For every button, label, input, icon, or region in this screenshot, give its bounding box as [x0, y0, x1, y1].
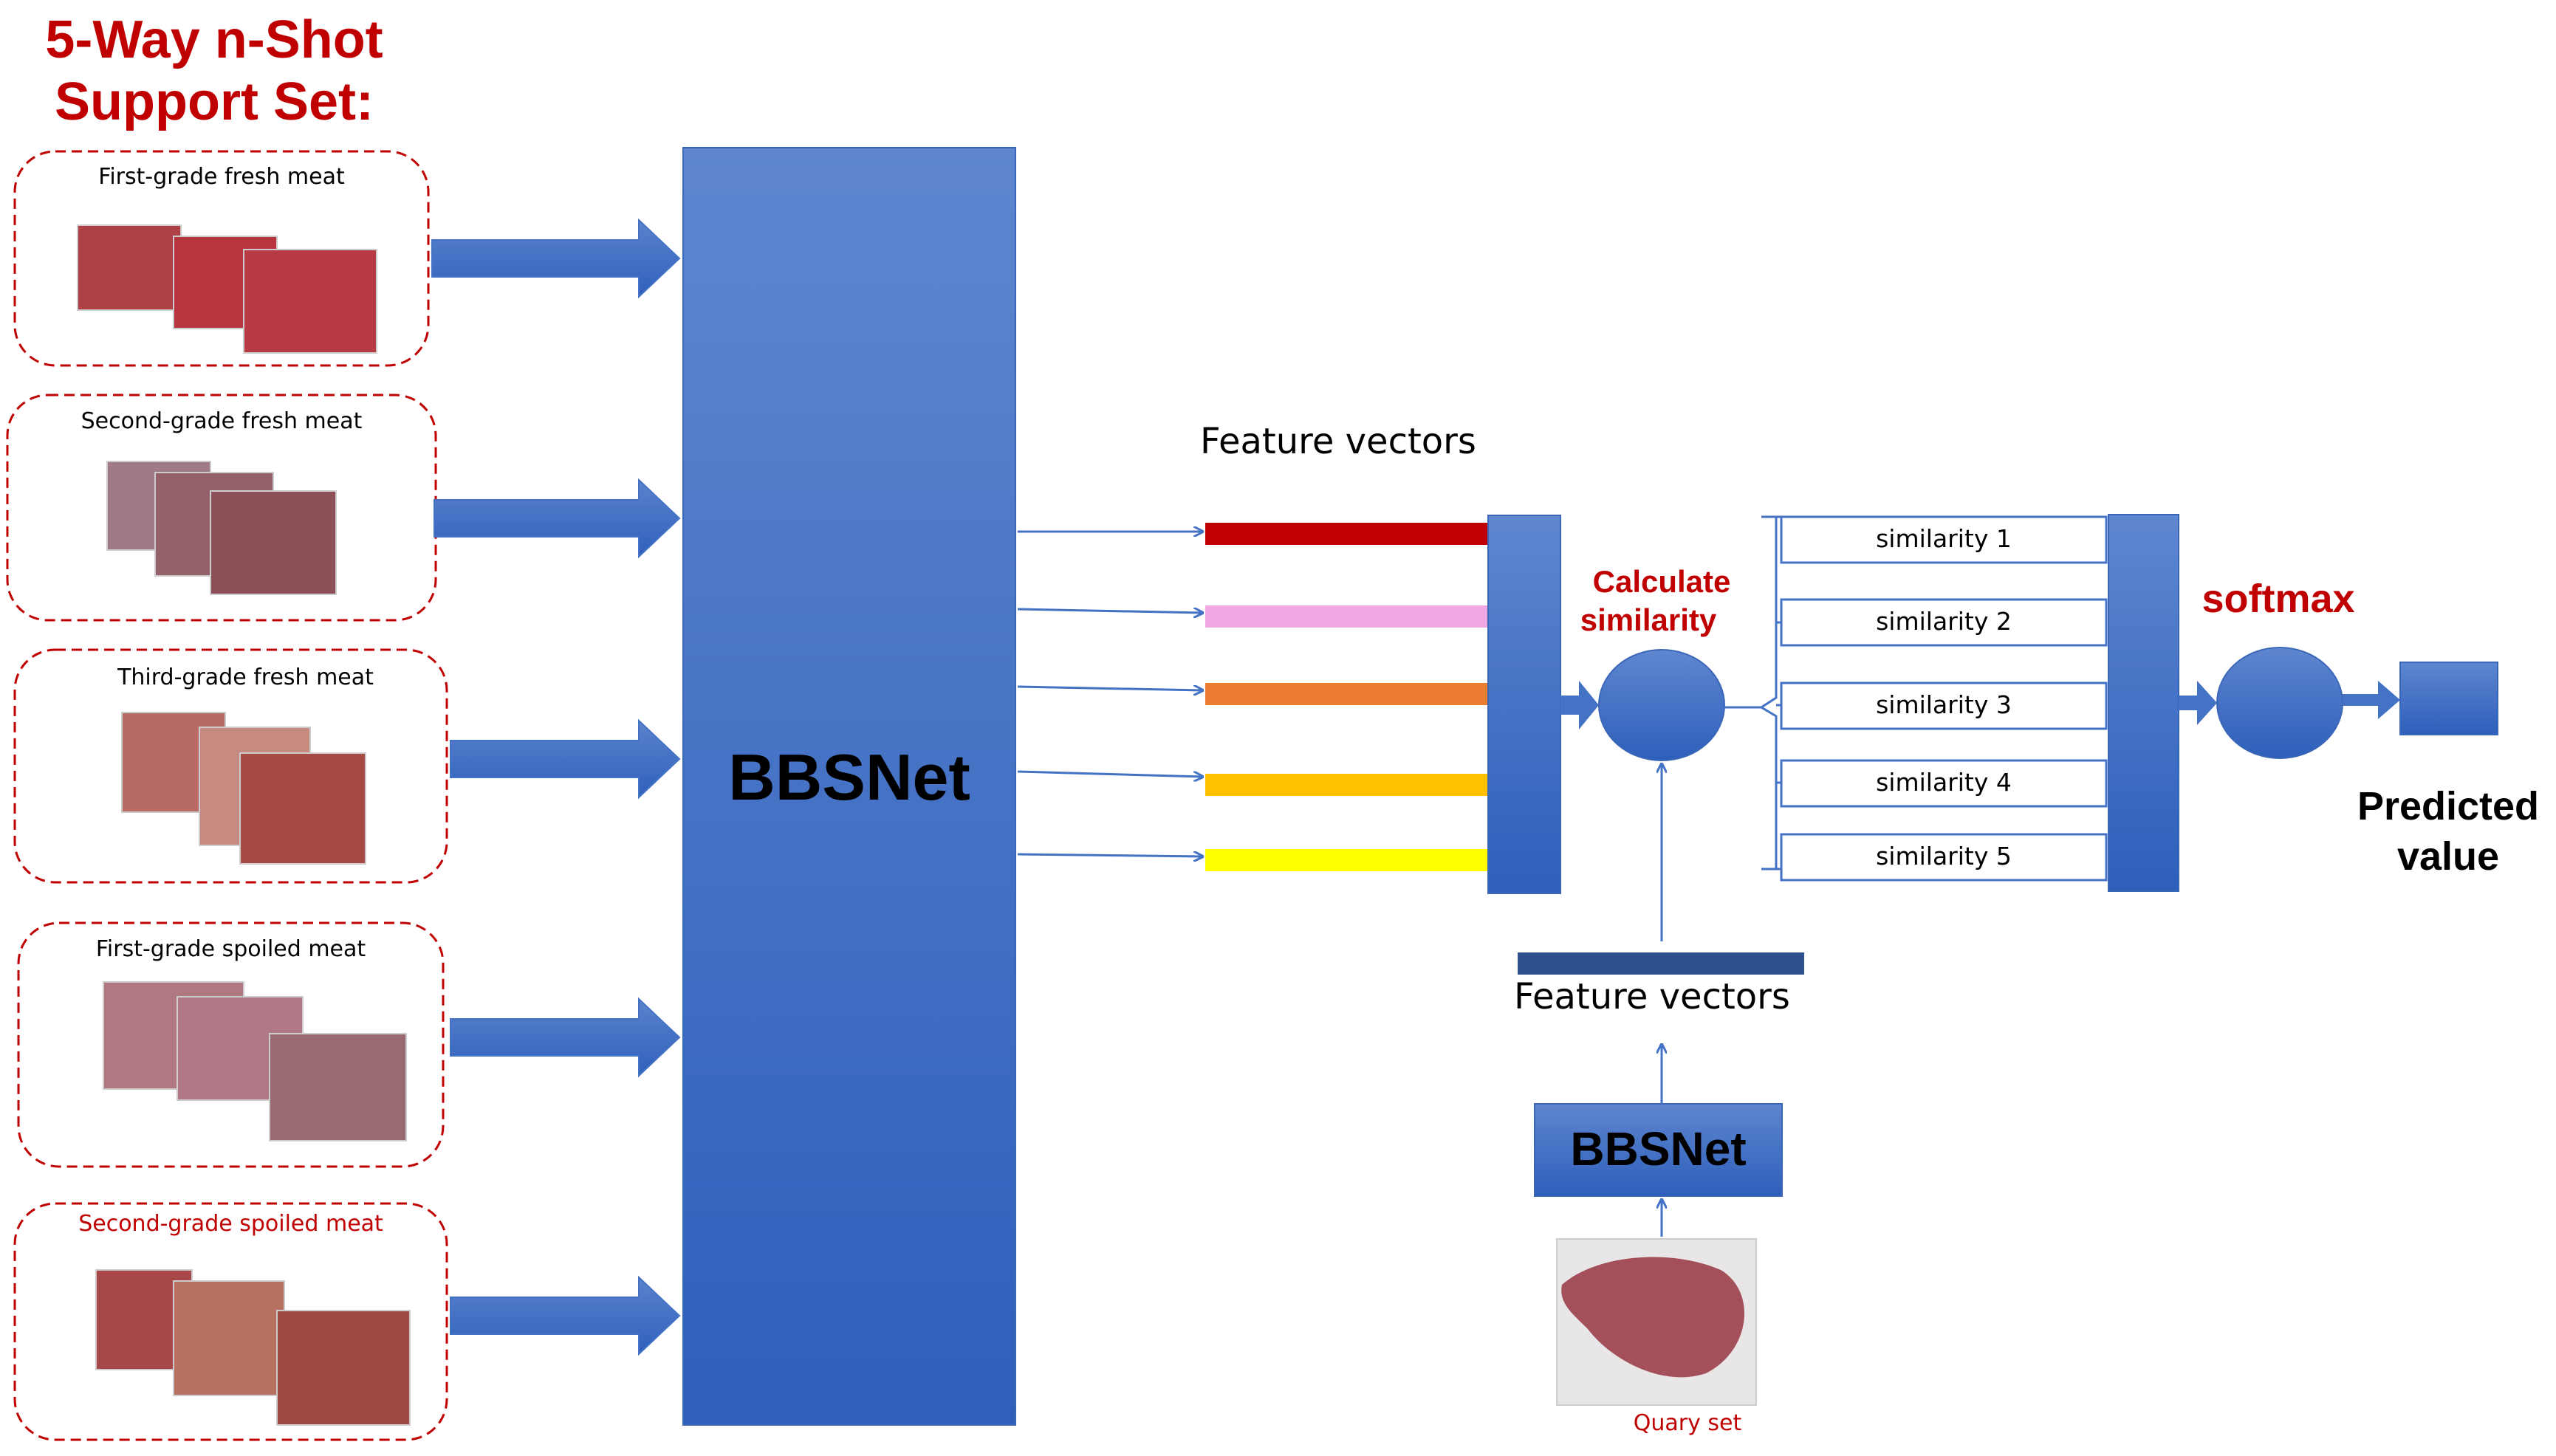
group-label-2: Second-grade fresh meat [80, 408, 363, 434]
calc-similarity-label-line2: similarity [1580, 602, 1717, 637]
arrow-stack-to-calc [1560, 681, 1599, 729]
arrow-group-4 [450, 997, 681, 1078]
support-group-1 [13, 150, 430, 367]
similarity-box-5 [1780, 833, 2108, 882]
meat-photos-2 [106, 461, 337, 595]
feature-vector-5 [1205, 849, 1492, 871]
feature-arrows [1017, 532, 1202, 856]
output-block [2399, 662, 2498, 735]
feature-vector-4 [1205, 774, 1492, 796]
similarity-box-1 [1780, 515, 2108, 564]
support-set-title-line2: Support Set: [55, 72, 374, 131]
bbsnet-main-label: BBSNet [728, 741, 970, 814]
meat-photos-5 [95, 1269, 411, 1426]
similarity-stack-block [2108, 514, 2179, 892]
feature-stack-block [1487, 515, 1561, 894]
softmax-node [2216, 647, 2343, 759]
predicted-label-line2: value [2396, 834, 2500, 879]
query-image [1556, 1238, 1757, 1406]
similarity-box-4 [1780, 759, 2108, 808]
support-set-title-line1: 5-Way n-Shot [45, 10, 383, 69]
arrow-group-5 [450, 1275, 681, 1356]
arrow-group-3 [450, 718, 681, 800]
similarity-box-2 [1780, 598, 2108, 647]
group-label-5: Second-grade spoiled meat [78, 1211, 383, 1237]
predicted-label-line1: Predicted [2357, 784, 2540, 828]
similarity-label-2: similarity 2 [1876, 607, 2012, 636]
group-label-3: Third-grade fresh meat [117, 665, 374, 690]
feature-vector-3 [1205, 683, 1492, 705]
feature-vector-bars [1205, 523, 1492, 871]
similarity-label-1: similarity 1 [1876, 524, 2012, 553]
feature-vector-1 [1205, 523, 1492, 545]
group-arrows [431, 218, 681, 1356]
meat-photos-1 [77, 224, 377, 354]
meat-photos-3 [121, 712, 366, 865]
similarity-label-3: similarity 3 [1876, 690, 2012, 719]
query-meat [1561, 1257, 1745, 1378]
feature-vectors-label: Feature vectors [1200, 421, 1476, 462]
group-label-1: First-grade fresh meat [98, 164, 345, 190]
similarity-label-5: similarity 5 [1876, 842, 2012, 870]
support-group-2 [6, 394, 437, 622]
bbsnet-query-block [1534, 1103, 1783, 1197]
query-feature-bar [1518, 952, 1804, 975]
support-group-5 [13, 1202, 448, 1441]
feature-vector-2 [1205, 605, 1492, 628]
similarity-bracket [1759, 515, 1778, 870]
arrow-group-1 [431, 218, 681, 299]
bbsnet-main-block [682, 147, 1016, 1426]
similarity-label-4: similarity 4 [1876, 768, 2012, 797]
calc-similarity-label-line1: Calculate [1592, 564, 1731, 599]
query-feature-vectors-label: Feature vectors [1514, 976, 1790, 1017]
meat-photos-4 [103, 981, 407, 1141]
arrow-to-softmax [2179, 681, 2217, 725]
support-group-3 [13, 648, 448, 884]
arrow-group-2 [434, 478, 681, 559]
softmax-label: softmax [2202, 577, 2355, 621]
support-group-4 [17, 921, 445, 1168]
similarity-boxes [1780, 515, 2108, 882]
query-set-label: Quary set [1633, 1410, 1742, 1436]
similarity-box-3 [1780, 681, 2108, 730]
arrow-to-output [2343, 681, 2400, 719]
bbsnet-query-label: BBSNet [1570, 1122, 1747, 1175]
group-label-4: First-grade spoiled meat [95, 936, 366, 962]
calc-similarity-node [1598, 649, 1725, 761]
